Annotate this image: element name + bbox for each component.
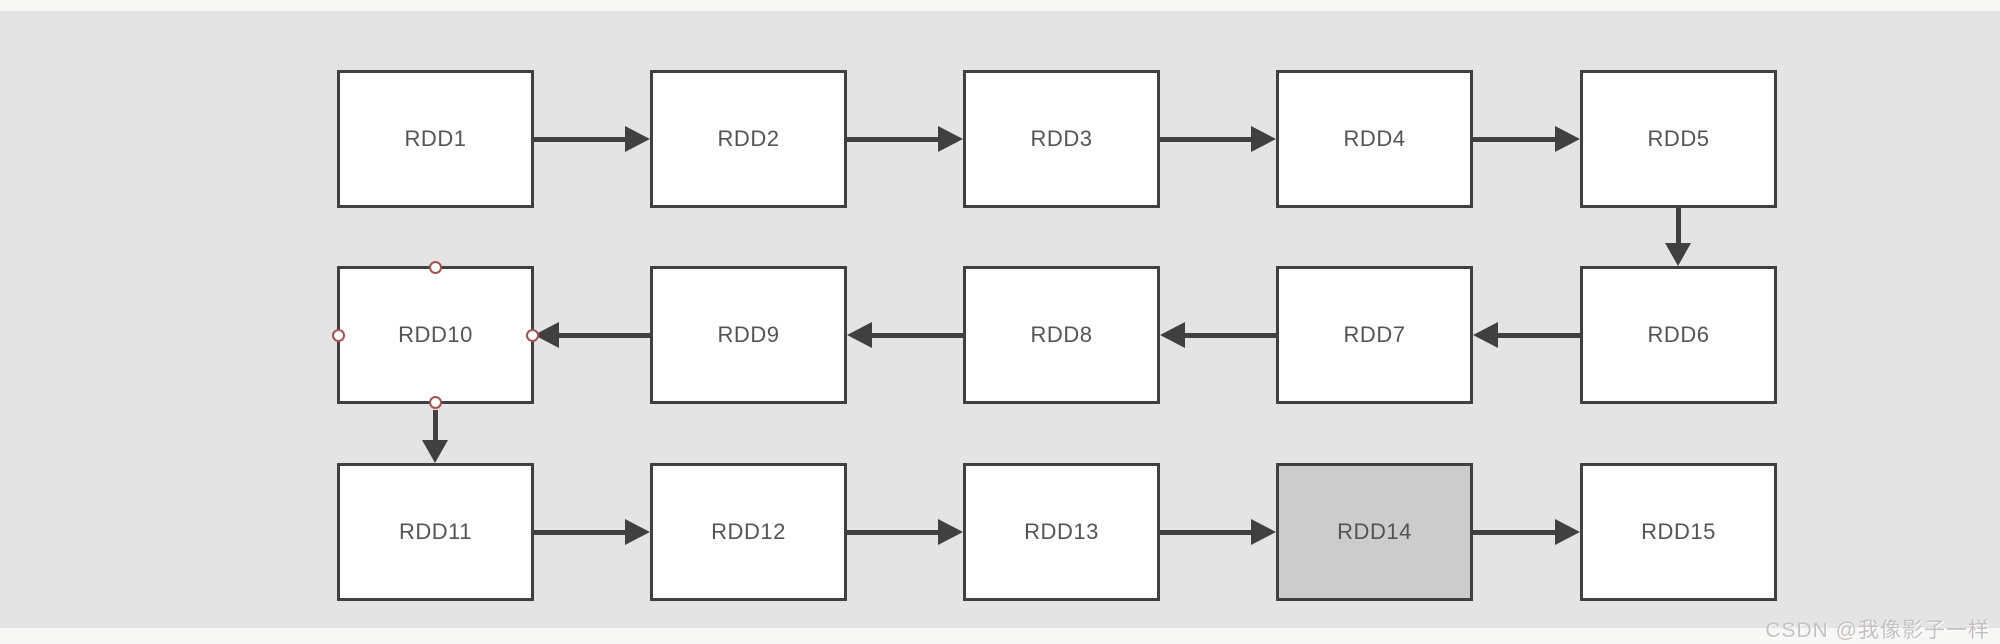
node-rdd8-label: RDD8 <box>1030 322 1093 347</box>
node-rdd11-label: RDD11 <box>398 519 472 544</box>
edge-arrow-rdd10-rdd11[interactable] <box>422 410 448 463</box>
edge-arrow-rdd8-rdd9[interactable] <box>847 322 963 348</box>
connection-handle-bottom[interactable] <box>429 396 442 409</box>
node-rdd7-label: RDD7 <box>1343 322 1406 347</box>
diagram-canvas[interactable]: RDD1 RDD2 RDD3 RDD4 RDD5 RDD6 RDD7 RDD8 … <box>0 11 2000 642</box>
node-rdd2-label: RDD2 <box>717 126 780 151</box>
edge-arrow-rdd4-rdd5[interactable] <box>1473 126 1580 152</box>
node-rdd15-label: RDD15 <box>1641 519 1716 544</box>
edge-arrow-rdd2-rdd3[interactable] <box>847 126 963 152</box>
node-rdd1[interactable]: RDD1 <box>337 70 534 208</box>
node-rdd1-label: RDD1 <box>404 126 467 151</box>
connection-handle-right[interactable] <box>526 328 539 342</box>
node-rdd14-label: RDD14 <box>1337 519 1412 544</box>
edge-arrow-rdd12-rdd13[interactable] <box>847 519 963 545</box>
node-rdd6-label: RDD6 <box>1647 322 1710 347</box>
node-rdd6[interactable]: RDD6 <box>1580 266 1777 404</box>
edge-arrow-rdd9-rdd10[interactable] <box>534 322 650 348</box>
node-rdd7[interactable]: RDD7 <box>1276 266 1473 404</box>
arrowhead-left-icon <box>1473 322 1498 348</box>
node-rdd2[interactable]: RDD2 <box>650 70 847 208</box>
node-rdd4-label: RDD4 <box>1343 126 1406 151</box>
node-rdd9[interactable]: RDD9 <box>650 266 847 404</box>
arrowhead-right-icon <box>625 126 650 152</box>
node-rdd15[interactable]: RDD15 <box>1580 463 1777 601</box>
arrowhead-right-icon <box>938 519 963 545</box>
node-rdd3-label: RDD3 <box>1030 126 1093 151</box>
arrowhead-left-icon <box>1160 322 1185 348</box>
node-rdd5[interactable]: RDD5 <box>1580 70 1777 208</box>
arrowhead-right-icon <box>938 126 963 152</box>
node-rdd11[interactable]: RDD11 <box>337 463 534 601</box>
arrowhead-right-icon <box>625 519 650 545</box>
node-rdd13[interactable]: RDD13 <box>963 463 1160 601</box>
node-rdd10[interactable]: RDD10 <box>332 261 539 409</box>
edge-arrow-rdd14-rdd15[interactable] <box>1473 519 1580 545</box>
arrowhead-down-icon <box>422 440 448 463</box>
edge-arrow-rdd11-rdd12[interactable] <box>534 519 650 545</box>
node-rdd14[interactable]: RDD14 <box>1276 463 1473 601</box>
arrowhead-right-icon <box>1555 126 1580 152</box>
edge-arrow-rdd1-rdd2[interactable] <box>534 126 650 152</box>
node-rdd3[interactable]: RDD3 <box>963 70 1160 208</box>
arrowhead-right-icon <box>1555 519 1580 545</box>
node-rdd9-label: RDD9 <box>717 322 780 347</box>
arrowhead-left-icon <box>847 322 872 348</box>
node-rdd4[interactable]: RDD4 <box>1276 70 1473 208</box>
arrowhead-right-icon <box>1251 519 1276 545</box>
node-rdd8[interactable]: RDD8 <box>963 266 1160 404</box>
node-rdd10-label: RDD10 <box>398 322 473 347</box>
arrowhead-down-icon <box>1665 243 1691 266</box>
node-rdd5-label: RDD5 <box>1647 126 1710 151</box>
edge-arrow-rdd3-rdd4[interactable] <box>1160 126 1276 152</box>
edge-arrow-rdd6-rdd7[interactable] <box>1473 322 1580 348</box>
node-rdd13-label: RDD13 <box>1024 519 1099 544</box>
node-rdd12-label: RDD12 <box>711 519 786 544</box>
edge-arrow-rdd13-rdd14[interactable] <box>1160 519 1276 545</box>
csdn-watermark: CSDN @我像影子一样 <box>1765 619 1990 642</box>
connection-handle-top[interactable] <box>429 261 442 274</box>
edge-arrow-rdd5-rdd6[interactable] <box>1665 208 1691 266</box>
node-rdd12[interactable]: RDD12 <box>650 463 847 601</box>
arrowhead-right-icon <box>1251 126 1276 152</box>
connection-handle-left[interactable] <box>332 328 345 342</box>
edge-arrow-rdd7-rdd8[interactable] <box>1160 322 1276 348</box>
